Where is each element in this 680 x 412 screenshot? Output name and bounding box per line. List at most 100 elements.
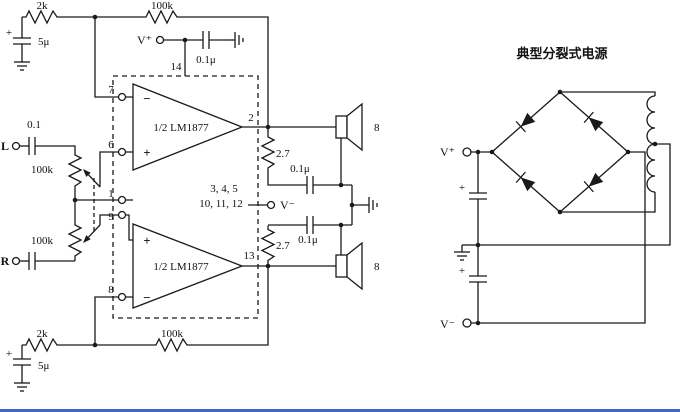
bottom-feedback-network [12, 266, 269, 392]
speaker-icon [335, 103, 363, 151]
opamp-2 [125, 199, 336, 309]
bridge-rectifier-diamond [491, 91, 629, 213]
ground-icon [227, 31, 244, 49]
pin-terminals [117, 92, 127, 302]
resistor-2k-bottom-label: 2k [37, 328, 49, 340]
vminus-label: V⁻ [280, 198, 295, 212]
opamp-2-name: 1/2 LM1877 [153, 261, 209, 273]
wire [35, 145, 76, 151]
speaker-bottom [335, 225, 363, 290]
ground-icon [361, 196, 378, 214]
resistor-2.7-bottom [261, 224, 275, 267]
resistor-2.7-top-label: 2.7 [276, 148, 290, 160]
pin7-terminal [117, 92, 127, 102]
capacitor-5u-bottom [12, 358, 32, 366]
resistor-100k-top [141, 10, 183, 24]
resistor-2.7-bottom-label: 2.7 [276, 240, 290, 252]
resistor-2.7-top [261, 132, 275, 174]
filter-cap-2-polarity: + [459, 265, 465, 277]
ground-icon [13, 54, 31, 71]
capacitor-5u-top-polarity: + [6, 27, 12, 39]
pin6-label: 6 [108, 139, 114, 151]
resistor-2k-top-label: 2k [37, 0, 49, 12]
wire-center-tap [478, 143, 671, 246]
opamp-2-noninverting-sign: + [143, 233, 150, 248]
pin14-label: 14 [171, 61, 183, 73]
labels: 2k 5μ + 100k V⁺ 14 0.1μ 7 6 1 9 8 − + 1/… [1, 0, 608, 372]
input-r-network [11, 178, 119, 271]
capacitor-5u-bottom-label: 5μ [38, 360, 50, 372]
opamp-2-inverting-sign: − [143, 290, 150, 305]
left-amplifier-circuit [11, 10, 378, 392]
junction-dots [72, 14, 658, 348]
top-feedback-network [12, 10, 269, 127]
opamp-2-triangle [132, 223, 244, 309]
wire-wiper-to-pin6 [99, 151, 119, 187]
speaker-icon [335, 242, 363, 290]
resistor-2k-top [21, 10, 63, 24]
wire [267, 173, 307, 186]
speaker-top-impedance: 8 [374, 122, 380, 134]
speaker-bottom-impedance: 8 [374, 261, 380, 273]
capacitor-input-l-label: 0.1 [27, 119, 41, 131]
ground-pins-label-1: 3, 4, 5 [210, 183, 238, 195]
split-power-supply-circuit [453, 91, 671, 328]
vplus-terminal [462, 147, 472, 157]
pin8-terminal [117, 292, 127, 302]
opamp-1-inverting-sign: − [143, 91, 150, 106]
resistor-100k-bottom [151, 338, 193, 352]
ground-icon [13, 375, 31, 392]
capacitor-0.1u-vplus [202, 30, 210, 50]
wire-pin8 [94, 296, 119, 345]
pot-r-wiper-arrow-icon [83, 235, 91, 243]
ic-package-outline [112, 75, 259, 319]
opamp-2-input-stubs [125, 199, 133, 298]
l-input-terminal [11, 141, 21, 151]
capacitor-0.1u-zobel-top [306, 175, 314, 195]
opamp-1-input-stubs [125, 96, 133, 153]
wire-pin7 [94, 17, 119, 98]
wire-vminus [471, 151, 646, 324]
capacitor-0.1u-vplus-label: 0.1μ [196, 54, 216, 66]
capacitor-0.1-input-l [28, 136, 36, 156]
pin7-label: 7 [108, 84, 114, 96]
pin1-terminal [117, 195, 127, 205]
pin6-terminal [117, 147, 127, 157]
wire-ac [560, 91, 656, 213]
capacitor-5u-bottom-polarity: + [6, 348, 12, 360]
pin2-label: 2 [248, 112, 254, 124]
r-input-terminal [11, 256, 21, 266]
capacitor-0.1u-zobel-bottom [306, 215, 314, 235]
pin9-terminal [117, 210, 127, 220]
opamp-1-noninverting-sign: + [143, 145, 150, 160]
pin8-label: 8 [108, 284, 114, 296]
potentiometer-100k-r [68, 220, 82, 262]
wire-feedback-top [182, 16, 269, 127]
pot-r-wiper [88, 224, 101, 238]
capacitor-5u-top [12, 37, 32, 45]
power-supply-title: 典型分裂式电源 [516, 46, 607, 61]
filter-capacitor-2 [468, 275, 488, 283]
vminus-terminal [462, 318, 472, 328]
ground-pins-label-2: 10, 11, 12 [199, 198, 243, 210]
capacitor-zobel-bottom-label: 0.1μ [298, 234, 318, 246]
bottom-blue-line [0, 409, 680, 412]
input-l-network [11, 136, 119, 192]
pin1-label: 1 [108, 188, 114, 200]
potentiometer-100k-l [68, 150, 82, 192]
vplus-label: V⁺ [137, 33, 152, 47]
filter-capacitor-1 [468, 192, 488, 200]
potentiometer-l-label: 100k [31, 164, 54, 176]
vplus-terminal [155, 35, 165, 45]
supply-vminus-label: V⁻ [440, 317, 455, 331]
resistor-100k-bottom-label: 100k [161, 328, 184, 340]
opamp-1-triangle [132, 83, 244, 171]
supply-vplus-label: V⁺ [440, 145, 455, 159]
vminus-terminal [266, 200, 276, 210]
input-l-label: L [1, 139, 9, 153]
capacitor-zobel-top-label: 0.1μ [290, 163, 310, 175]
pin13-label: 13 [244, 250, 256, 262]
speaker-top [335, 103, 363, 185]
